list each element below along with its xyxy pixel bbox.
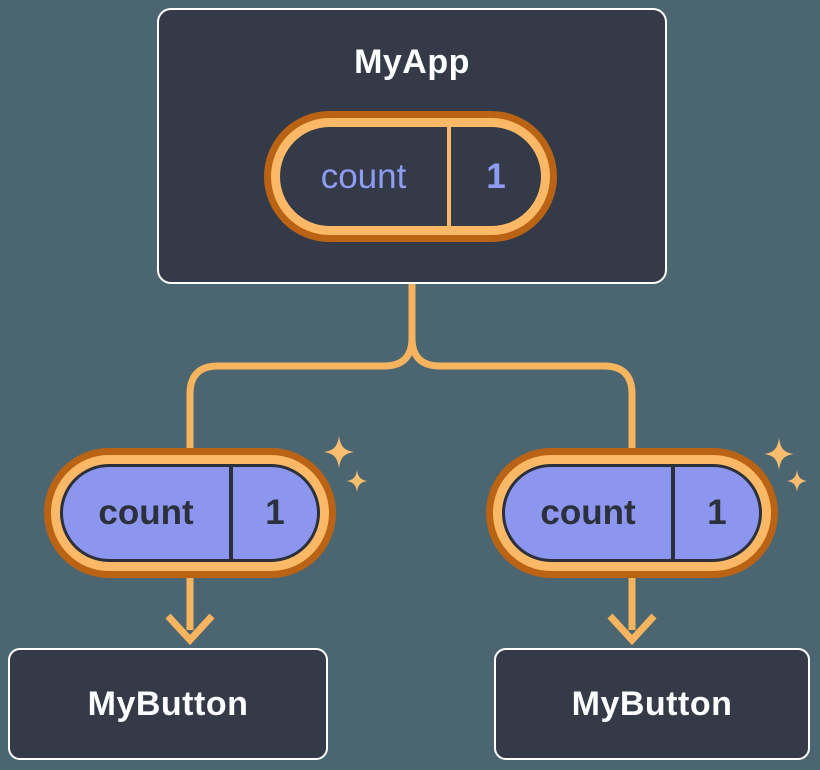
- pill-divider: [229, 467, 233, 559]
- prop-pill-left: count 1: [44, 448, 336, 578]
- connector-right-branch: [408, 278, 636, 630]
- prop-pill-ring: count 1: [493, 455, 771, 571]
- prop-value: 1: [707, 493, 727, 532]
- sparkle-icon: [324, 436, 354, 468]
- state-pill: count 1: [264, 111, 557, 242]
- sparkle-icon: [787, 470, 807, 492]
- prop-pill-ring: count 1: [51, 455, 329, 571]
- sparkle-icon: [764, 438, 794, 470]
- state-name-label: count: [320, 156, 407, 196]
- arrow-down-right-icon: [607, 613, 657, 646]
- component-title: MyButton: [87, 684, 249, 723]
- sparkle-icon: [346, 470, 368, 492]
- component-title: MyApp: [354, 43, 470, 81]
- prop-name-label: count: [98, 493, 194, 532]
- arrow-down-left-icon: [165, 613, 215, 646]
- state-value: 1: [486, 156, 506, 196]
- child-component-box-left: MyButton: [8, 648, 328, 760]
- state-pill-ring: count 1: [271, 118, 550, 235]
- pill-divider: [447, 127, 451, 226]
- prop-value: 1: [265, 493, 285, 532]
- prop-name-label: count: [540, 493, 636, 532]
- child-component-box-right: MyButton: [494, 648, 810, 760]
- component-title: MyButton: [571, 684, 733, 723]
- pill-divider: [671, 467, 675, 559]
- prop-pill-right: count 1: [486, 448, 778, 578]
